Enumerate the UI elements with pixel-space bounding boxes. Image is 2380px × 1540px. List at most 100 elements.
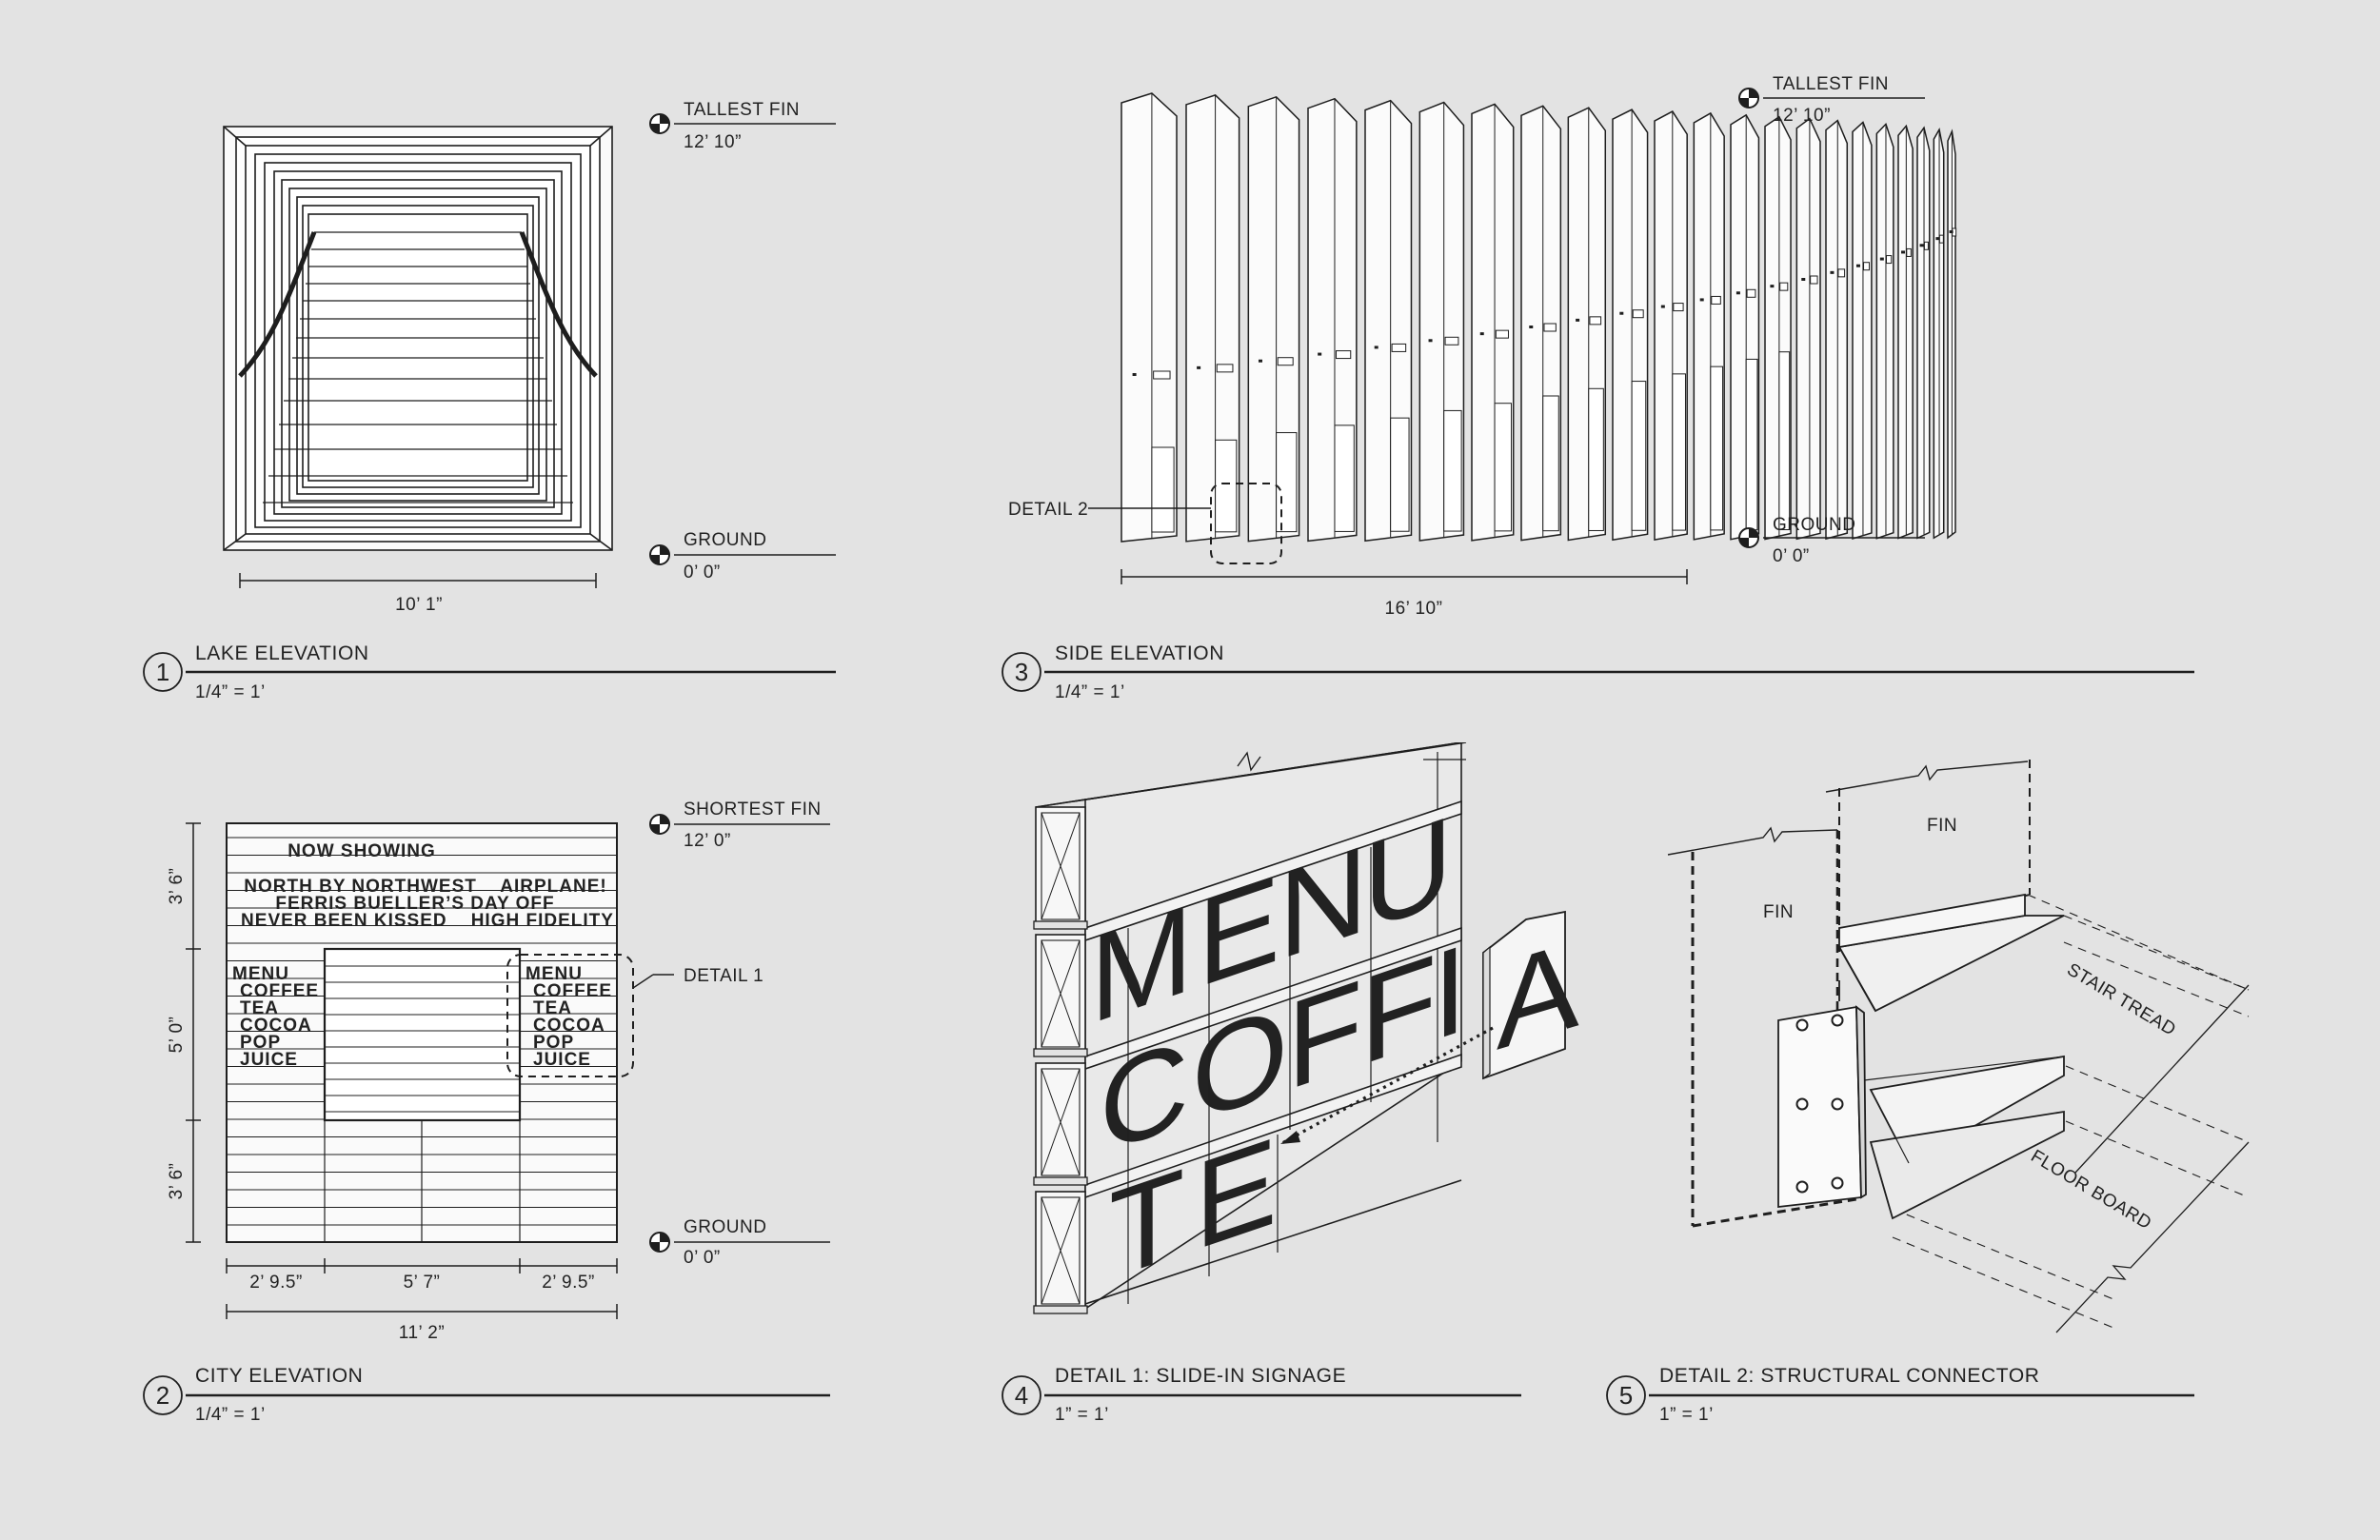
menu-left-item: MENU xyxy=(232,964,289,984)
bolt xyxy=(1831,1014,1844,1027)
detail-1-panel-scale: 1” = 1’ xyxy=(1055,1405,1109,1425)
detail-1-panel-title: DETAIL 1: SLIDE-IN SIGNAGE xyxy=(1055,1365,1346,1387)
side-ground-mark-value: 0’ 0” xyxy=(1773,546,1810,566)
marquee-line-1: NORTH BY NORTHWEST AIRPLANE! xyxy=(244,877,606,897)
fin xyxy=(1364,99,1413,543)
lake-title-block: 1 LAKE ELEVATION 1/4” = 1’ xyxy=(143,642,836,702)
fin xyxy=(1612,109,1649,542)
city-height-dimensions: 3’ 6” 5’ 0” 3’ 6” xyxy=(167,822,201,1243)
menu-right-item: TEA xyxy=(533,998,572,1018)
city-width-dim-left: 2’ 9.5” xyxy=(249,1273,303,1293)
fin xyxy=(1916,126,1931,540)
fin xyxy=(1933,127,1945,540)
detail-2-title-block: 5 DETAIL 2: STRUCTURAL CONNECTOR 1” = 1’ xyxy=(1606,1365,2194,1425)
city-ground-mark-value: 0’ 0” xyxy=(684,1248,721,1268)
city-total-width-dim: 11’ 2” xyxy=(399,1323,445,1343)
fin xyxy=(1693,111,1725,541)
detail-1-callout: DETAIL 1 xyxy=(506,954,764,1077)
city-level-marker-shortest-fin: SHORTEST FIN 12’ 0” xyxy=(649,800,830,851)
menu-right-item: COCOA xyxy=(533,1016,605,1036)
marquee-sign: NOW SHOWING NORTH BY NORTHWEST AIRPLANE!… xyxy=(241,841,613,931)
fin xyxy=(1307,97,1358,543)
marquee-heading: NOW SHOWING xyxy=(288,841,436,861)
menu-left-item: COFFEE xyxy=(240,981,319,1001)
detail-1-title-block: 4 DETAIL 1: SLIDE-IN SIGNAGE 1” = 1’ xyxy=(1002,1365,1521,1425)
sign-letter: E xyxy=(1198,848,1280,1014)
dimension-lines xyxy=(2055,984,2250,1333)
menu-left-item: TEA xyxy=(240,998,279,1018)
side-level-marker-tallest-fin: TALLEST FIN 12’ 10” xyxy=(1738,74,1925,126)
fin xyxy=(1825,119,1849,541)
detail-2-callout: DETAIL 2 xyxy=(1008,483,1282,564)
sign-letter: F xyxy=(1361,928,1437,1092)
detail-2-panel-title: DETAIL 2: STRUCTURAL CONNECTOR xyxy=(1659,1365,2040,1387)
detail-1-panel-number: 4 xyxy=(1015,1381,1028,1410)
lake-width-dim-text: 10’ 1” xyxy=(395,595,443,615)
fin xyxy=(1795,117,1821,541)
menu-left-item: COCOA xyxy=(240,1016,312,1036)
right-handrail xyxy=(519,231,598,378)
city-height-dim-top: 3’ 6” xyxy=(167,868,187,905)
lake-top-mark-value: 12’ 10” xyxy=(684,132,742,152)
menu-board-left: MENU COFFEE TEA COCOA POP JUICE xyxy=(232,964,319,1070)
bolt xyxy=(1795,1180,1809,1194)
fin xyxy=(1418,101,1465,542)
side-panel-number: 3 xyxy=(1015,658,1028,686)
lake-elevation-panel: 10’ 1” TALLEST FIN 12’ 10” GROUND 0’ 0” … xyxy=(143,100,836,702)
lake-panel-number: 1 xyxy=(156,658,169,686)
fin xyxy=(1185,94,1240,543)
side-title-block: 3 SIDE ELEVATION 1/4” = 1’ xyxy=(1002,642,2194,702)
side-elevation-fins xyxy=(1121,92,1957,543)
slide-in-letter-panel: A xyxy=(1279,910,1579,1146)
sign-letter: O xyxy=(1192,978,1288,1149)
detail-1-signage-panel: M E N U C O F F I T E xyxy=(1002,742,1579,1425)
bolt xyxy=(1831,1097,1844,1111)
city-top-mark-label: SHORTEST FIN xyxy=(684,800,822,819)
left-handrail xyxy=(238,231,317,378)
signage-post xyxy=(1033,1191,1088,1314)
fin xyxy=(1567,107,1607,542)
sign-letter: F xyxy=(1287,954,1362,1117)
fin xyxy=(1654,110,1688,541)
detail-2-panel-scale: 1” = 1’ xyxy=(1659,1405,1714,1425)
stair-tread-label: STAIR TREAD xyxy=(2063,959,2179,1040)
menu-left-item: JUICE xyxy=(240,1050,298,1070)
fin xyxy=(1947,128,1957,540)
city-height-dim-middle: 5’ 0” xyxy=(167,1017,187,1054)
floor-board-label: FLOOR BOARD xyxy=(2027,1146,2154,1234)
side-top-mark-label: TALLEST FIN xyxy=(1773,74,1889,94)
fin-label-left: FIN xyxy=(1763,902,1794,922)
sign-letter: T xyxy=(1109,1142,1184,1306)
fin xyxy=(1852,121,1873,540)
fin xyxy=(1247,95,1300,543)
city-elevation-panel: NOW SHOWING NORTH BY NORTHWEST AIRPLANE!… xyxy=(143,800,830,1425)
side-panel-title: SIDE ELEVATION xyxy=(1055,642,1224,664)
side-level-marker-ground: GROUND 0’ 0” xyxy=(1738,515,1925,566)
marquee-line-2: FERRIS BUELLER’S DAY OFF xyxy=(275,894,554,914)
city-width-dimensions: 2’ 9.5” 5’ 7” 2’ 9.5” 11’ 2” xyxy=(226,1258,618,1343)
side-ground-mark-label: GROUND xyxy=(1773,515,1855,535)
connector-bolts xyxy=(1795,1014,1844,1194)
fin xyxy=(1471,103,1515,542)
side-width-dim-text: 16’ 10” xyxy=(1385,599,1443,619)
city-width-dim-center: 5’ 7” xyxy=(404,1273,441,1293)
menu-right-item: COFFEE xyxy=(533,981,612,1001)
city-elevation-drawing xyxy=(226,822,618,1243)
menu-right-item: MENU xyxy=(526,964,583,984)
city-level-marker-ground: GROUND 0’ 0” xyxy=(649,1217,830,1268)
slide-in-letter: A xyxy=(1497,914,1579,1076)
city-top-mark-value: 12’ 0” xyxy=(684,831,731,851)
menu-right-item: JUICE xyxy=(533,1050,591,1070)
level-marker-ground: GROUND 0’ 0” xyxy=(649,530,836,582)
detail-2-connector-panel: FIN FIN STAIR TREAD FLOOR BOARD 5 DETAIL… xyxy=(1606,760,2250,1425)
lake-elevation-drawing xyxy=(223,126,613,551)
lake-width-dimension: 10’ 1” xyxy=(239,573,597,615)
fin xyxy=(1520,105,1562,542)
sign-letter: I xyxy=(1433,918,1467,1067)
sign-letter: N xyxy=(1279,819,1368,987)
city-title-block: 2 CITY ELEVATION 1/4” = 1’ xyxy=(143,1365,830,1425)
city-height-dim-bottom: 3’ 6” xyxy=(167,1163,187,1200)
side-panel-scale: 1/4” = 1’ xyxy=(1055,682,1125,702)
lake-panel-scale: 1/4” = 1’ xyxy=(195,682,266,702)
